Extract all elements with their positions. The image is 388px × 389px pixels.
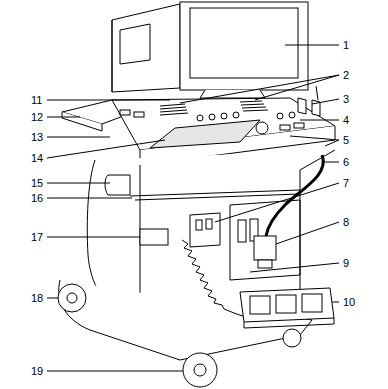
probe-connector xyxy=(254,236,276,260)
callout-number: 6 xyxy=(342,156,350,169)
callout-number: 2 xyxy=(342,69,350,82)
probe-holder xyxy=(298,98,320,116)
callout-number: 9 xyxy=(342,257,350,270)
alphanumeric-keyboard xyxy=(150,120,260,148)
speaker-grille xyxy=(240,101,268,111)
footswitch-cable xyxy=(182,240,248,318)
probe-cable xyxy=(266,155,323,236)
callout-number: 4 xyxy=(342,114,350,127)
callout-number: 7 xyxy=(342,177,350,190)
monitor-side-panel xyxy=(120,24,150,64)
callout-number: 8 xyxy=(342,216,350,229)
cable-hook xyxy=(105,175,130,195)
callout-number: 17 xyxy=(30,231,44,244)
callout-number: 16 xyxy=(30,192,44,205)
callout-number: 13 xyxy=(30,131,44,144)
callout-number: 19 xyxy=(30,365,44,378)
control-knobs xyxy=(120,110,304,130)
rear-wheel xyxy=(183,353,217,387)
trackball xyxy=(256,122,268,134)
callout-number: 1 xyxy=(342,39,350,52)
callout-number: 14 xyxy=(30,152,44,165)
speaker-grille xyxy=(160,104,188,115)
leader-lines xyxy=(47,45,339,371)
monitor-bezel xyxy=(180,2,308,90)
callout-number: 12 xyxy=(30,111,44,124)
power-connector-panel xyxy=(190,213,220,247)
callout-number: 11 xyxy=(30,94,43,107)
callout-number: 15 xyxy=(30,177,44,190)
wheel xyxy=(283,329,301,347)
callout-number: 5 xyxy=(342,134,350,147)
callout-number: 3 xyxy=(342,93,350,106)
rear-panel-plate xyxy=(140,229,168,245)
callout-number: 10 xyxy=(342,296,356,309)
callout-number: 18 xyxy=(30,292,44,305)
monitor-housing xyxy=(112,4,180,92)
front-wheel xyxy=(58,284,86,312)
footswitch xyxy=(240,288,334,322)
monitor-screen xyxy=(190,8,298,78)
